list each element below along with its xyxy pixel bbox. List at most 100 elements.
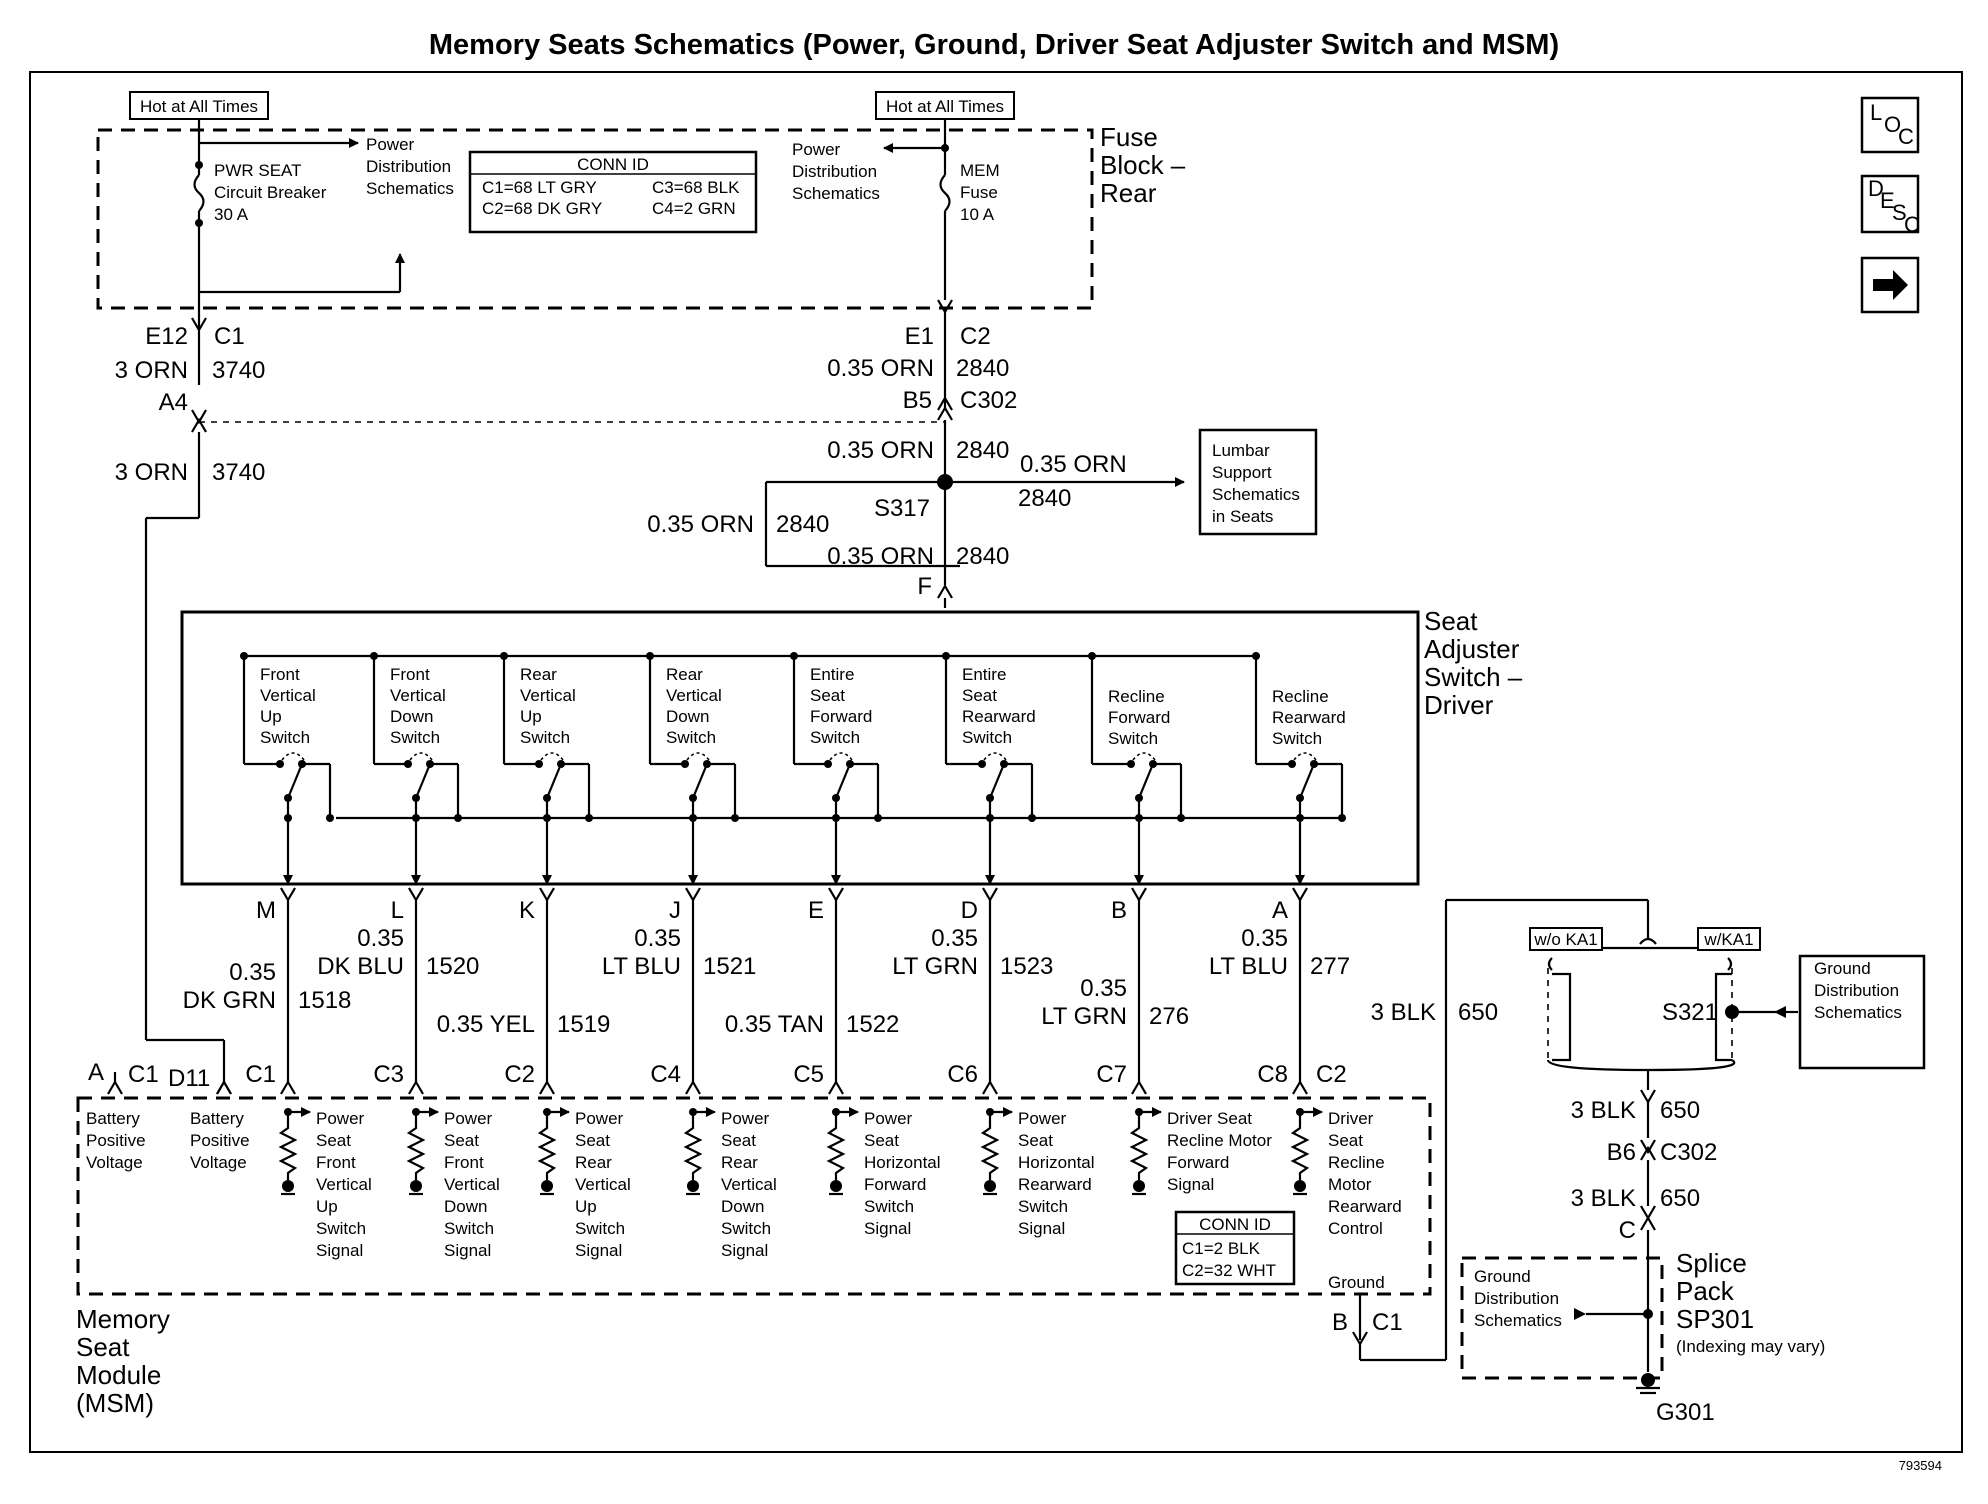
circuit-number: 1522 xyxy=(846,1011,899,1038)
circuit-number: 1520 xyxy=(426,953,479,980)
svg-text:B5: B5 xyxy=(903,387,932,414)
pwr-seat-circuit-breaker: PWR SEAT Circuit Breaker 30 A xyxy=(193,138,405,385)
switch-label: Switch xyxy=(1272,729,1322,748)
signal-label: Vertical xyxy=(575,1175,631,1194)
svg-text:S: S xyxy=(1892,200,1907,225)
svg-text:0.35 ORN: 0.35 ORN xyxy=(647,511,754,538)
svg-text:C1: C1 xyxy=(1372,1309,1403,1336)
svg-text:S317: S317 xyxy=(874,495,930,522)
svg-text:C1: C1 xyxy=(214,323,245,350)
lumbar-support-ref: 0.35 ORN 2840 Lumbar Support Schematics … xyxy=(1018,428,1318,536)
wire-gauge: 0.35 xyxy=(1080,975,1127,1002)
pin-label: K xyxy=(519,897,535,924)
wire-color: DK BLU xyxy=(317,953,404,980)
svg-text:C3=68 BLK: C3=68 BLK xyxy=(652,178,740,197)
svg-text:D11: D11 xyxy=(168,1065,210,1092)
loc-icon[interactable]: L O C xyxy=(1860,96,1920,154)
signal-label: Recline Motor xyxy=(1167,1131,1272,1150)
option-w-ka1: w/KA1 xyxy=(1697,927,1761,951)
svg-text:Rear: Rear xyxy=(1100,178,1157,208)
svg-text:3 ORN: 3 ORN xyxy=(115,459,188,486)
svg-text:C2=32 WHT: C2=32 WHT xyxy=(1182,1261,1276,1280)
svg-text:Hot at All Times: Hot at All Times xyxy=(140,97,258,116)
msm-pin: C8 xyxy=(1257,1061,1288,1088)
wire-color: 0.35 TAN xyxy=(725,1011,824,1038)
pin-label: A xyxy=(1272,897,1288,924)
svg-text:O: O xyxy=(1884,112,1901,137)
signal-label: Seat xyxy=(1328,1131,1363,1150)
svg-text:(Indexing may vary): (Indexing may vary) xyxy=(1676,1337,1825,1356)
svg-text:B6: B6 xyxy=(1607,1139,1636,1166)
msm-pin: C3 xyxy=(373,1061,404,1088)
svg-text:SP301: SP301 xyxy=(1676,1304,1754,1334)
signal-label: Vertical xyxy=(444,1175,500,1194)
msm-battery-inputs: A C1 D11 Battery Positive Voltage Batter… xyxy=(86,1059,250,1172)
switch-label: Down xyxy=(390,707,433,726)
svg-text:Adjuster: Adjuster xyxy=(1424,634,1520,664)
svg-text:2840: 2840 xyxy=(956,543,1009,570)
signal-label: Power xyxy=(1018,1109,1067,1128)
outer-frame xyxy=(29,71,1963,1453)
switch-label: Up xyxy=(260,707,282,726)
figure-id: 793594 xyxy=(1899,1458,1942,1473)
svg-text:Fuse: Fuse xyxy=(1100,122,1158,152)
signal-label: Seat xyxy=(721,1131,756,1150)
svg-text:B: B xyxy=(1332,1309,1348,1336)
svg-text:S321: S321 xyxy=(1662,999,1718,1026)
signal-label: Signal xyxy=(316,1241,363,1260)
svg-text:F: F xyxy=(917,573,932,600)
diagram-title: Memory Seats Schematics (Power, Ground, … xyxy=(429,29,1559,61)
signal-label: Signal xyxy=(1167,1175,1214,1194)
seat-adjuster-switch-driver xyxy=(180,610,1420,886)
svg-text:C2: C2 xyxy=(960,323,991,350)
svg-text:Seat: Seat xyxy=(76,1332,130,1362)
svg-text:Block –: Block – xyxy=(1100,150,1186,180)
signal-label: Seat xyxy=(316,1131,351,1150)
svg-text:Support: Support xyxy=(1212,463,1272,482)
msm-name: Memory Seat Module (MSM) xyxy=(76,1304,170,1418)
svg-text:C1: C1 xyxy=(128,1061,159,1088)
switch-label: Rearward xyxy=(962,707,1036,726)
wire-color: LT GRN xyxy=(1041,1003,1127,1030)
next-arrow-icon[interactable] xyxy=(1860,256,1920,314)
signal-label: Down xyxy=(721,1197,764,1216)
switch-label: Recline xyxy=(1108,687,1165,706)
svg-text:Distribution: Distribution xyxy=(366,157,451,176)
signal-label: Horizontal xyxy=(864,1153,941,1172)
wire-color: 0.35 YEL xyxy=(437,1011,535,1038)
svg-text:10 A: 10 A xyxy=(960,205,995,224)
svg-text:Schematics: Schematics xyxy=(366,179,454,198)
signal-label: Driver xyxy=(1328,1109,1374,1128)
svg-text:0.35 ORN: 0.35 ORN xyxy=(827,355,934,382)
svg-text:MEM: MEM xyxy=(960,161,1000,180)
svg-text:Distribution: Distribution xyxy=(792,162,877,181)
switch-label: Seat xyxy=(810,686,845,705)
splice-pack-sp301: Ground Distribution Schematics Splice Pa… xyxy=(1460,1248,1825,1380)
svg-text:3 BLK: 3 BLK xyxy=(1571,1097,1636,1124)
signal-label: Motor xyxy=(1328,1175,1372,1194)
signal-label: Up xyxy=(575,1197,597,1216)
signal-label: Switch xyxy=(721,1219,771,1238)
svg-text:Fuse: Fuse xyxy=(960,183,998,202)
signal-label: Power xyxy=(575,1109,624,1128)
svg-text:G301: G301 xyxy=(1656,1399,1715,1426)
pin-label: M xyxy=(256,897,276,924)
switch-label: Rearward xyxy=(1272,708,1346,727)
pds-label-right: Power Distribution Schematics xyxy=(792,140,880,203)
desc-icon[interactable]: D E S C xyxy=(1860,174,1920,237)
svg-text:Distribution: Distribution xyxy=(1474,1289,1559,1308)
pds-label-left: Power Distribution Schematics xyxy=(366,135,454,198)
signal-label: Front xyxy=(316,1153,356,1172)
mem-fuse: MEM Fuse 10 A xyxy=(883,138,1000,300)
pin-label: D xyxy=(961,897,978,924)
memory-seat-module xyxy=(76,1096,1432,1296)
svg-text:Power: Power xyxy=(792,140,841,159)
